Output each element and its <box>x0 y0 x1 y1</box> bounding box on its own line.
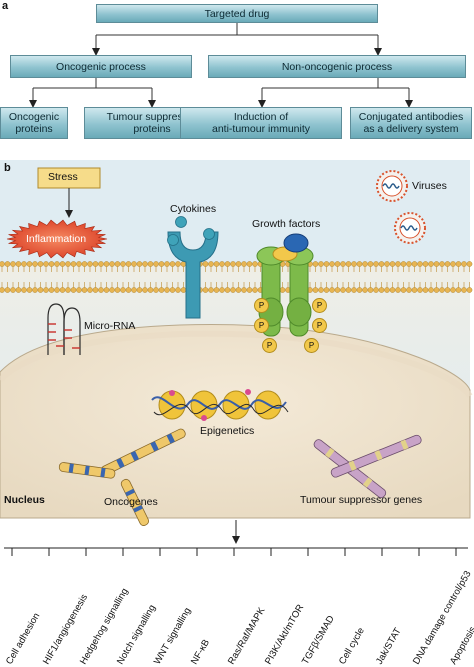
cytokine-dot <box>203 228 215 240</box>
tumour-suppressor-genes-label: Tumour suppressor genes <box>300 494 423 506</box>
targeted-drug-box: Targeted drug <box>96 4 378 23</box>
panel-a-connectors <box>29 22 413 108</box>
panel-a-label: a <box>2 0 9 12</box>
phosphate-group: P <box>304 338 319 353</box>
epigenetics-chromatin <box>151 389 289 421</box>
cytokine-dot <box>167 234 179 246</box>
oncogenic-process-box: Oncogenic process <box>10 55 192 78</box>
phosphate-group: P <box>312 298 327 313</box>
nucleus-label: Nucleus <box>4 494 45 506</box>
immunity-induction-box: Induction of anti-tumour immunity <box>180 107 342 139</box>
growth-factors-label: Growth factors <box>252 218 321 230</box>
stress-label: Stress <box>48 171 78 183</box>
phosphate-group: P <box>254 298 269 313</box>
phosphate-group: P <box>262 338 277 353</box>
phosphate-group: P <box>254 318 269 333</box>
virus-1 <box>376 170 408 202</box>
cytokine-dot <box>175 216 187 228</box>
phosphate-group: P <box>312 318 327 333</box>
virus-2 <box>394 212 426 244</box>
conjugated-antibodies-box: Conjugated antibodies as a delivery syst… <box>350 107 472 139</box>
panel-b-label: b <box>4 162 11 174</box>
cytokines-label: Cytokines <box>170 203 217 215</box>
pathway-bracket <box>4 520 468 549</box>
oncogenic-proteins-box: Oncogenic proteins <box>0 107 68 139</box>
epigenetics-label: Epigenetics <box>200 425 255 437</box>
cytokine-receptor <box>167 216 219 319</box>
inflammation-burst <box>6 219 108 259</box>
oncogene-chromosomes <box>58 428 186 526</box>
non-oncogenic-process-box: Non-oncogenic process <box>208 55 466 78</box>
tumour-suppressor-chromosomes <box>313 434 422 499</box>
growth-factor-ligand <box>283 233 309 253</box>
viruses-label: Viruses <box>412 180 447 192</box>
nucleus-shape <box>0 323 471 519</box>
micro-rna-label: Micro-RNA <box>84 320 136 332</box>
micro-rna-hairpins <box>47 303 81 355</box>
inflammation-label: Inflammation <box>26 233 87 245</box>
oncogenes-label: Oncogenes <box>104 496 158 508</box>
pathway-ticks <box>11 548 457 556</box>
